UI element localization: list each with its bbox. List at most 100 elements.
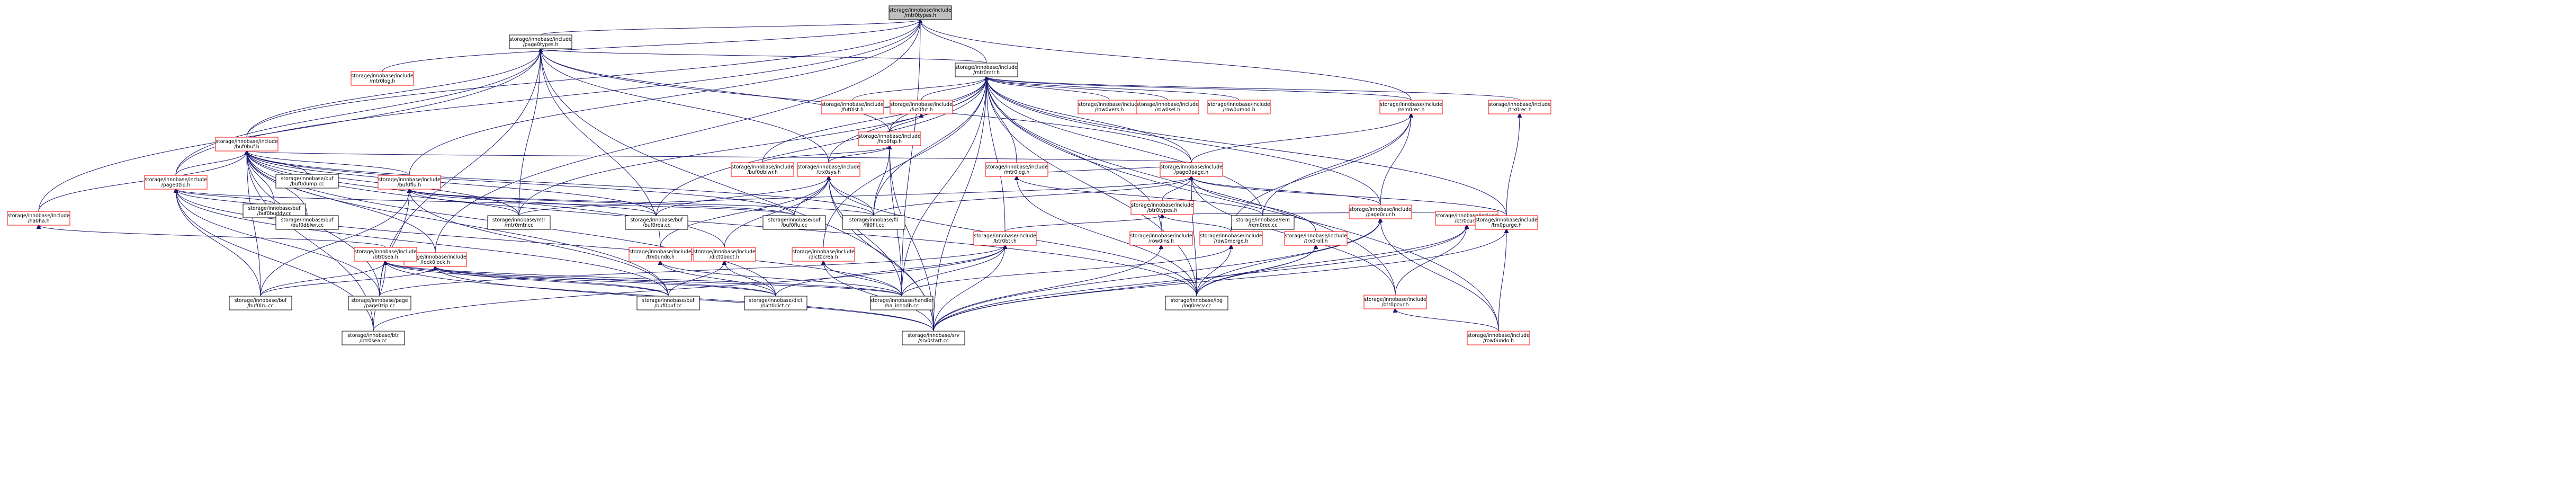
include-edge bbox=[246, 20, 920, 138]
node-label: /btr0sea.h bbox=[373, 254, 398, 260]
include-edge bbox=[933, 77, 986, 332]
header-node[interactable]: storage/innobase/include/mtr0mtr.h bbox=[955, 63, 1018, 77]
include-edge bbox=[775, 245, 1005, 297]
include-edge bbox=[247, 151, 1192, 163]
node-box bbox=[1349, 205, 1412, 219]
header-node[interactable]: storage/innobase/log/log0recv.cc bbox=[1165, 296, 1228, 310]
header-node[interactable]: storage/innobase/include/trx0undo.h bbox=[629, 247, 692, 262]
header-node[interactable]: storage/innobase/include/row0umod.h bbox=[1207, 100, 1271, 114]
include-edge bbox=[1498, 229, 1506, 332]
node-box bbox=[792, 247, 855, 262]
include-edge bbox=[873, 146, 890, 216]
header-node[interactable]: storage/innobase/include/btr0types.h bbox=[1130, 200, 1194, 215]
header-node[interactable]: storage/innobase/include/btr0pcur.h bbox=[1363, 295, 1427, 309]
include-edge bbox=[1196, 225, 1467, 297]
include-edge bbox=[260, 261, 385, 297]
include-edge bbox=[724, 176, 829, 248]
node-box bbox=[858, 131, 921, 146]
header-node[interactable]: storage/innobase/include/buf0buf.h bbox=[215, 137, 279, 152]
header-node[interactable]: storage/innobase/include/fut0lst.h bbox=[821, 100, 884, 114]
header-node[interactable]: storage/innobase/include/trx0sys.h bbox=[797, 162, 860, 177]
header-node[interactable]: storage/innobase/buf/buf0lru.cc bbox=[229, 296, 292, 310]
header-node[interactable]: storage/innobase/include/buf0dblwr.h bbox=[731, 162, 794, 177]
header-node[interactable]: storage/innobase/include/dict0crea.h bbox=[792, 247, 855, 262]
header-node[interactable]: storage/innobase/include/trx0purge.h bbox=[1475, 215, 1538, 230]
include-edge bbox=[247, 151, 874, 216]
header-node[interactable]: storage/innobase/include/mtr0log.h bbox=[985, 162, 1048, 177]
header-node[interactable]: storage/innobase/include/buf0flu.h bbox=[378, 175, 441, 190]
node-label: /btr0btr.h bbox=[993, 238, 1017, 244]
header-node[interactable]: storage/innobase/include/row0undo.h bbox=[1467, 331, 1530, 345]
header-node[interactable]: storage/innobase/include/page0cur.h bbox=[1349, 205, 1412, 219]
header-node[interactable]: storage/innobase/buf/buf0dump.cc bbox=[275, 174, 339, 189]
include-edge bbox=[1395, 309, 1499, 332]
include-edge bbox=[541, 49, 829, 163]
node-label: storage/innobase/handler bbox=[870, 298, 933, 304]
include-edge bbox=[986, 77, 1507, 216]
node-label: storage/innobase/include bbox=[354, 249, 417, 255]
node-label: /buf0flu.h bbox=[398, 182, 421, 188]
include-edge bbox=[518, 176, 1191, 216]
header-node[interactable]: storage/innobase/btr/btr0sea.cc bbox=[342, 331, 405, 345]
header-node[interactable]: storage/innobase/include/trx0roll.h bbox=[1284, 231, 1348, 246]
header-node[interactable]: storage/innobase/include/fsp0fsp.h bbox=[858, 131, 921, 146]
node-box bbox=[7, 211, 70, 226]
node-label: /dict0crea.h bbox=[809, 254, 838, 260]
node-label: /mtr0mtr.cc bbox=[505, 223, 533, 228]
header-node[interactable]: storage/innobase/buf/buf0flu.cc bbox=[762, 215, 826, 230]
node-label: /btr0cur.h bbox=[1455, 218, 1478, 224]
node-label: storage/innobase/include bbox=[404, 254, 466, 260]
header-node[interactable]: storage/innobase/handler/ha_innodb.cc bbox=[870, 296, 934, 310]
node-box bbox=[487, 215, 551, 230]
include-edge bbox=[1017, 176, 1197, 297]
include-edge bbox=[518, 49, 541, 216]
include-edge bbox=[541, 49, 934, 332]
include-edge bbox=[541, 49, 987, 64]
node-box bbox=[762, 215, 826, 230]
node-label: storage/innobase/include bbox=[1475, 217, 1538, 223]
header-node[interactable]: storage/innobase/include/rem0rec.h bbox=[1379, 100, 1443, 114]
include-edge bbox=[385, 261, 669, 297]
include-edge bbox=[762, 146, 890, 163]
header-node[interactable]: storage/innobase/page/page0zip.cc bbox=[348, 296, 411, 310]
include-edge bbox=[1191, 176, 1507, 216]
header-node[interactable]: storage/innobase/include/mtr0log.h bbox=[351, 71, 414, 86]
header-node[interactable]: storage/innobase/include/ha0ha.h bbox=[7, 211, 70, 226]
header-node[interactable]: storage/innobase/buf/buf0rea.cc bbox=[625, 215, 688, 230]
header-node[interactable]: storage/innobase/include/btr0sea.h bbox=[354, 247, 417, 262]
node-box bbox=[625, 215, 688, 230]
node-box bbox=[275, 215, 339, 230]
header-node[interactable]: storage/innobase/include/fut0fut.h bbox=[890, 100, 953, 114]
header-node[interactable]: storage/innobase/include/btr0btr.h bbox=[973, 231, 1037, 246]
node-label: storage/innobase/include bbox=[792, 249, 855, 255]
header-node[interactable]: storage/innobase/srv/srv0start.cc bbox=[902, 331, 965, 345]
header-node[interactable]: storage/innobase/dict/dict0dict.cc bbox=[744, 296, 807, 310]
node-box bbox=[985, 162, 1048, 177]
include-edge bbox=[260, 189, 409, 297]
header-node[interactable]: storage/innobase/mtr/mtr0mtr.cc bbox=[487, 215, 551, 230]
header-node[interactable]: storage/innobase/include/mtr0types.h bbox=[888, 5, 952, 20]
header-node[interactable]: storage/innobase/include/row0ins.h bbox=[1129, 231, 1193, 246]
node-box bbox=[1165, 296, 1228, 310]
header-node[interactable]: storage/innobase/buf/buf0dblwr.cc bbox=[275, 215, 339, 230]
header-node[interactable]: storage/innobase/fil/fil0fil.cc bbox=[842, 215, 905, 230]
node-label: /srv0start.cc bbox=[918, 338, 949, 344]
header-node[interactable]: storage/innobase/include/page0types.h bbox=[509, 34, 572, 49]
header-node[interactable]: storage/innobase/include/page0page.h bbox=[1160, 162, 1223, 177]
header-node[interactable]: storage/innobase/include/row0sel.h bbox=[1136, 100, 1199, 114]
node-label: /fut0fut.h bbox=[910, 107, 933, 113]
header-node[interactable]: storage/innobase/rem/rem0rec.cc bbox=[1231, 215, 1295, 230]
header-node[interactable]: storage/innobase/include/row0vers.h bbox=[1078, 100, 1141, 114]
header-node[interactable]: storage/innobase/include/trx0rec.h bbox=[1488, 100, 1551, 114]
node-label: /fil0fil.cc bbox=[863, 223, 884, 228]
header-node[interactable]: storage/innobase/include/page0zip.h bbox=[144, 175, 208, 190]
header-node[interactable]: storage/innobase/include/row0merge.h bbox=[1199, 231, 1263, 246]
include-edge bbox=[828, 146, 890, 163]
header-node[interactable]: storage/innobase/buf/buf0buf.cc bbox=[636, 296, 700, 310]
header-node[interactable]: storage/innobase/include/dict0boot.h bbox=[693, 247, 756, 262]
node-label: storage/innobase/include bbox=[378, 177, 441, 183]
header-node[interactable]: storage/innobase/buf/buf0buddy.cc bbox=[243, 203, 306, 218]
include-edge bbox=[247, 151, 1197, 297]
include-edge bbox=[379, 189, 409, 297]
node-label: /fut0lst.h bbox=[841, 107, 864, 113]
